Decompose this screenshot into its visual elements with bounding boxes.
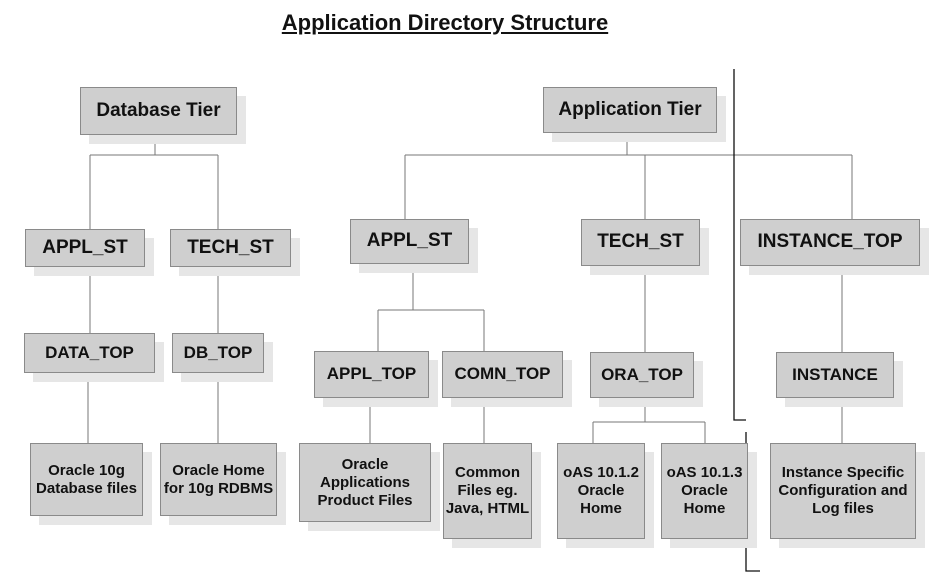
node-db-top: DB_TOP bbox=[172, 333, 264, 373]
node-oracle-home-rdbms: Oracle Home for 10g RDBMS bbox=[160, 443, 277, 516]
node-instance-files: Instance Specific Configuration and Log … bbox=[770, 443, 916, 539]
node-oas-1013: oAS 10.1.3 Oracle Home bbox=[661, 443, 748, 539]
node-application-tier: Application Tier bbox=[543, 87, 717, 133]
connector-ora-top bbox=[592, 398, 706, 443]
node-app-appl-st: APPL_ST bbox=[350, 219, 469, 264]
connector-app-appl bbox=[377, 264, 485, 351]
node-oracle-10g-files: Oracle 10g Database files bbox=[30, 443, 143, 516]
node-ora-top: ORA_TOP bbox=[590, 352, 694, 398]
node-db-tech-st: TECH_ST bbox=[170, 229, 291, 267]
node-app-tech-st: TECH_ST bbox=[581, 219, 700, 266]
node-common-files: Common Files eg. Java, HTML bbox=[443, 443, 532, 539]
node-database-tier: Database Tier bbox=[80, 87, 237, 135]
node-product-files: Oracle Applications Product Files bbox=[299, 443, 431, 522]
node-appl-top: APPL_TOP bbox=[314, 351, 429, 398]
node-instance: INSTANCE bbox=[776, 352, 894, 398]
diagram-title: Application Directory Structure bbox=[281, 10, 609, 35]
node-comn-top: COMN_TOP bbox=[442, 351, 563, 398]
node-instance-top: INSTANCE_TOP bbox=[740, 219, 920, 266]
connector-app-tier bbox=[404, 133, 853, 219]
node-db-appl-st: APPL_ST bbox=[25, 229, 145, 267]
node-oas-1012: oAS 10.1.2 Oracle Home bbox=[557, 443, 645, 539]
node-data-top: DATA_TOP bbox=[24, 333, 155, 373]
connector-db-tier bbox=[89, 135, 219, 229]
